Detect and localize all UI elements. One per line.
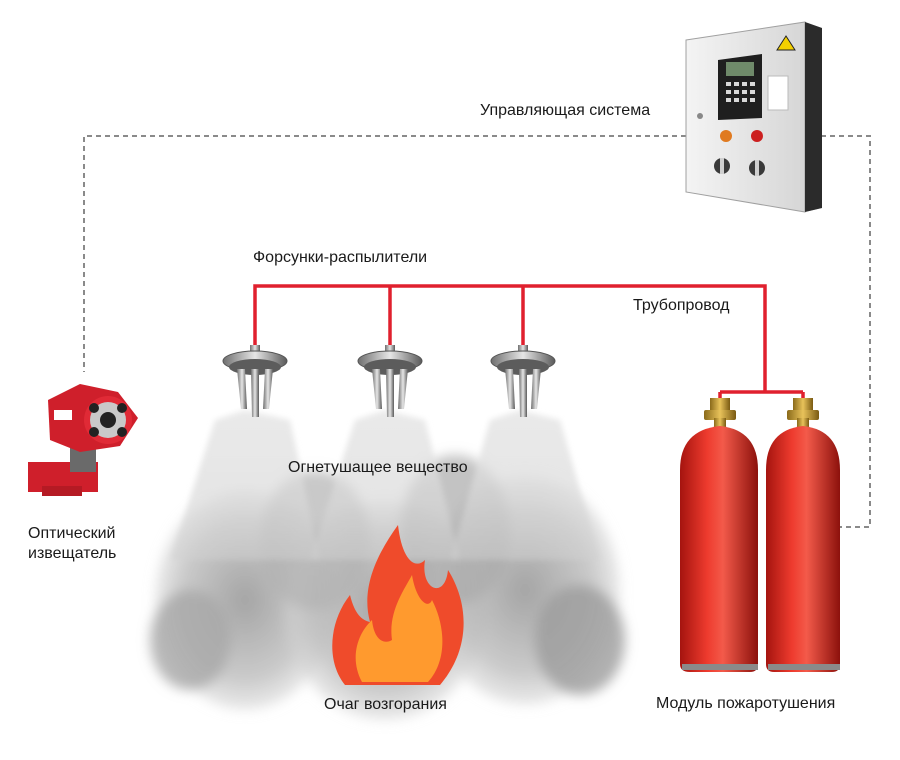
module-label: Модуль пожаротушения [656, 695, 836, 712]
spray-nozzle-icon [357, 345, 423, 417]
detector-label-line1: Оптический [28, 525, 116, 542]
fire-source-label: Очаг возгорания [324, 696, 447, 713]
pipeline-label: Трубопровод [633, 297, 730, 314]
control-system-label: Управляющая система [480, 102, 651, 119]
agent-label: Огнетушащее вещество [288, 459, 468, 476]
detector-label-line2: извещатель [28, 545, 117, 562]
spray-nozzle-icon [222, 345, 288, 417]
nozzles-label: Форсунки-распылители [253, 249, 428, 266]
detector-label: Оптический извещатель [28, 524, 178, 564]
high-voltage-warning-icon [776, 35, 796, 51]
gas-cylinder-icon [680, 398, 758, 672]
spray-nozzle-icon [490, 345, 556, 417]
flame-icon [332, 525, 464, 685]
pipeline [253, 284, 805, 400]
signal-line [83, 135, 871, 528]
control-cabinet-icon [685, 21, 822, 213]
gas-cylinder-icon [766, 398, 840, 672]
optical-detector-icon [28, 384, 138, 496]
